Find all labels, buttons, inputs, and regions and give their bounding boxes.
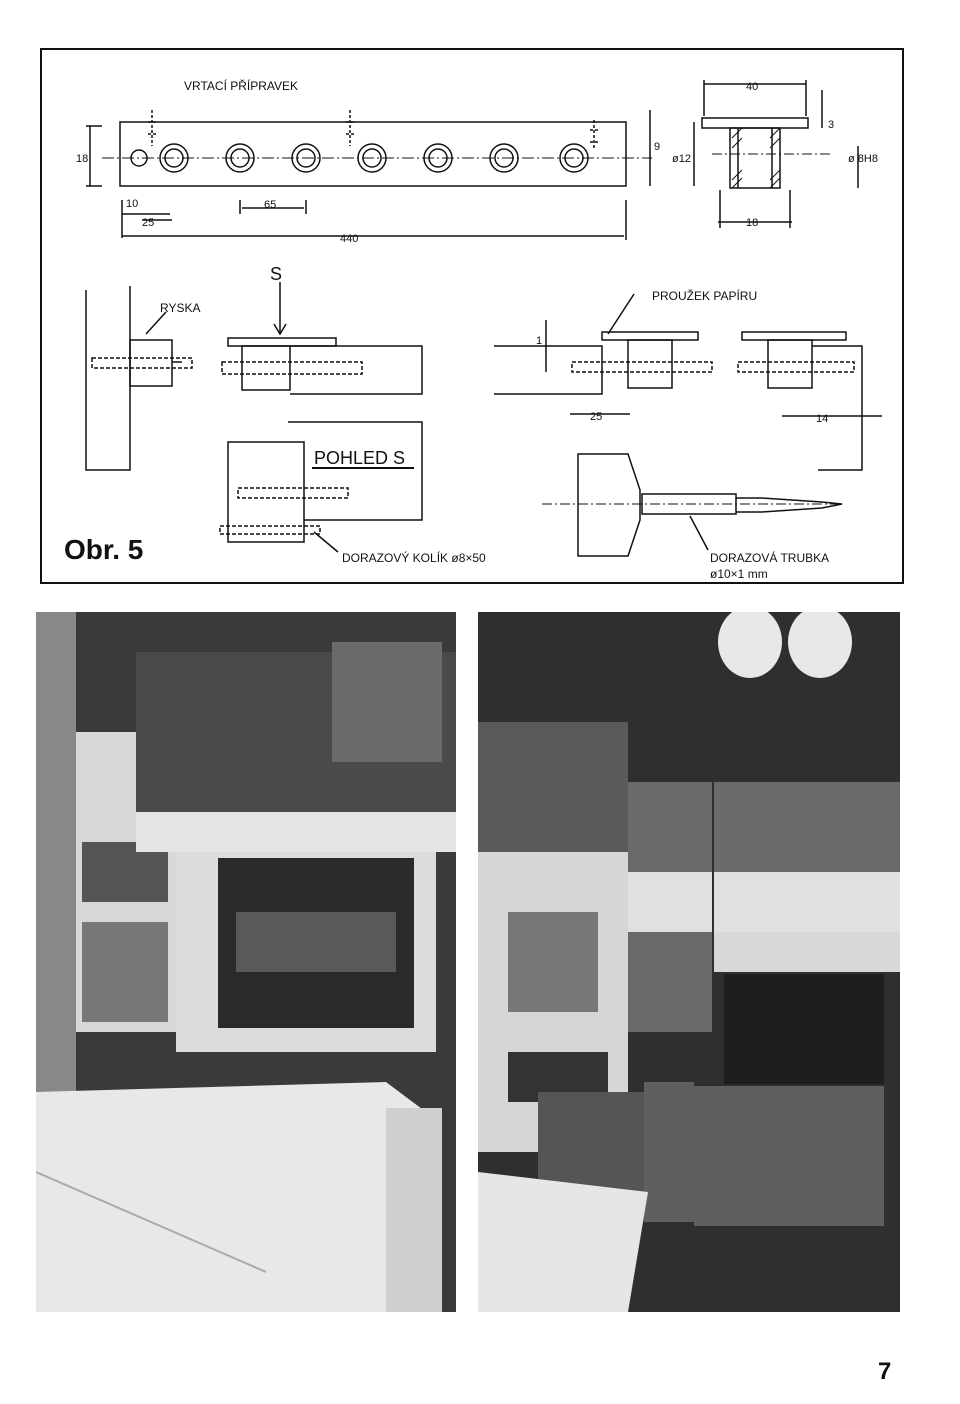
dim-d12: ø12	[672, 153, 691, 165]
jig-bar	[119, 121, 627, 187]
dim-25: 25	[142, 217, 154, 229]
dim-14: 14	[816, 413, 828, 425]
view-mark: S	[270, 264, 282, 284]
photo-left-art	[36, 612, 456, 1312]
photo-left	[36, 612, 456, 1312]
bushing-flange	[701, 117, 809, 129]
photo-right	[478, 612, 900, 1312]
dim-440: 440	[340, 233, 358, 245]
jig-holes	[130, 143, 589, 173]
bushing-body	[729, 127, 781, 189]
drawing-canvas: VRTACÍ PŘÍPRAVEK 18 9 10 25 65 440 40 3 …	[76, 78, 882, 581]
dim-10: 10	[126, 198, 138, 210]
page-number: 7	[878, 1358, 892, 1385]
view-title: POHLED S	[314, 448, 405, 468]
jig-title: VRTACÍ PŘÍPRAVEK	[184, 78, 298, 93]
stop-tube-label: DORAZOVÁ TRUBKA	[710, 550, 829, 565]
dim-height: 18	[76, 153, 88, 165]
ryska-label: RYSKA	[160, 301, 200, 315]
dim-25-detail: 25	[590, 411, 602, 423]
stop-tube-size: ø10×1 mm	[710, 567, 768, 581]
stop-pin-label: DORAZOVÝ KOLÍK ø8×50	[342, 550, 486, 565]
figure-label: Obr. 5	[64, 534, 144, 565]
dim-d8: ø 8H8	[848, 153, 878, 165]
dim-65: 65	[264, 199, 276, 211]
dim-1: 1	[536, 335, 542, 347]
paper-strip-label: PROUŽEK PAPÍRU	[652, 288, 757, 303]
photo-right-art	[478, 612, 900, 1312]
dim-40: 40	[746, 81, 758, 93]
dim-18: 18	[746, 217, 758, 229]
technical-drawing: VRTACÍ PŘÍPRAVEK 18 9 10 25 65 440 40 3 …	[40, 48, 904, 584]
board-edge	[85, 286, 131, 471]
dim-3: 3	[828, 119, 834, 131]
dim-9: 9	[654, 141, 660, 153]
